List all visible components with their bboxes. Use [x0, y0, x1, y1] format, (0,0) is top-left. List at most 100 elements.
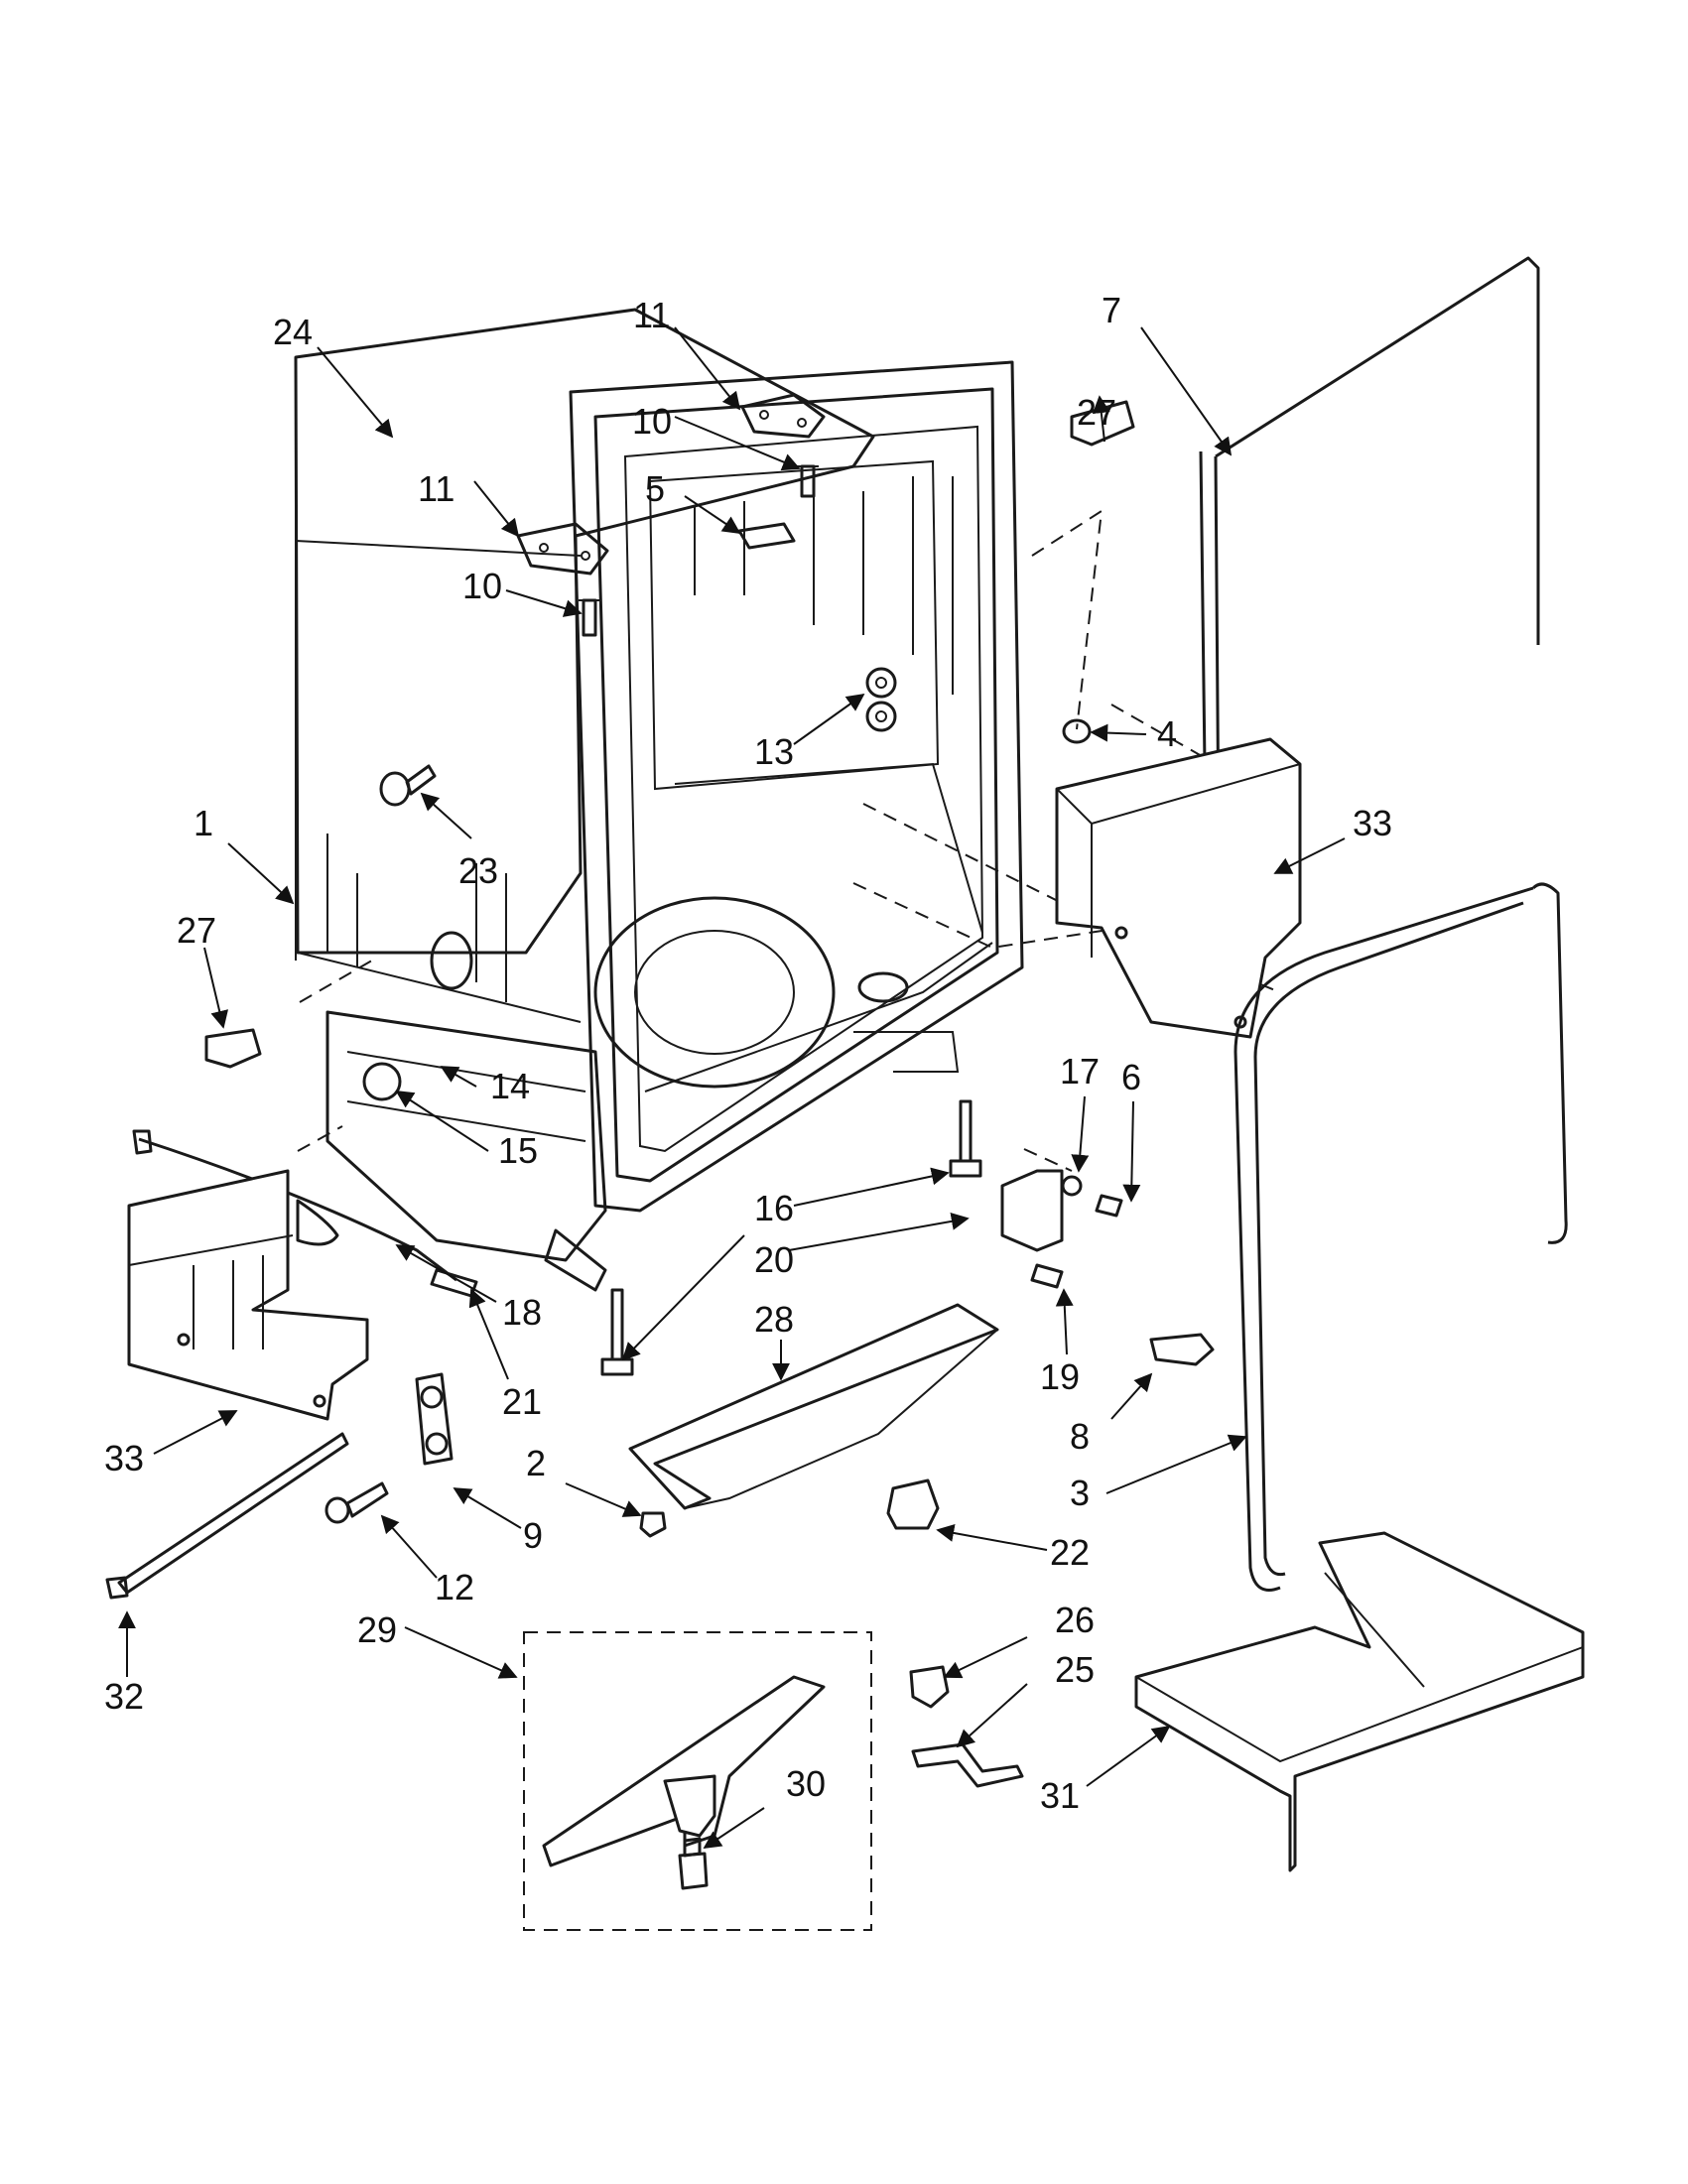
- leader-22: [936, 1524, 1048, 1551]
- cable-tie: [105, 1432, 349, 1600]
- callout-22: 22: [1050, 1532, 1090, 1573]
- leveling-leg-lower: [600, 1288, 634, 1376]
- leader-14: [440, 1066, 477, 1088]
- leader-10a: [674, 416, 801, 471]
- rack-roller-pair: [865, 667, 897, 732]
- callout-12: 12: [435, 1567, 474, 1607]
- leader-6: [1122, 1100, 1141, 1203]
- callout-24: 24: [273, 312, 313, 352]
- callout-10: 10: [462, 566, 502, 606]
- leader-33a: [1273, 837, 1346, 874]
- leader-3: [1105, 1434, 1247, 1494]
- callout-33: 33: [1353, 803, 1392, 843]
- callout-8: 8: [1070, 1416, 1090, 1457]
- sensor-cap: [909, 1665, 950, 1709]
- sensor-bracket: [911, 1742, 1024, 1788]
- leader-23: [420, 792, 472, 839]
- pump-assembly-box: [523, 1631, 872, 1931]
- hinge-bolt-lower: [579, 598, 600, 637]
- callout-7: 7: [1102, 290, 1121, 330]
- leader-16b: [621, 1234, 745, 1361]
- callout-23: 23: [458, 850, 498, 891]
- callout-19: 19: [1040, 1356, 1080, 1397]
- insulation-panel-right: [1055, 737, 1302, 1039]
- callout-26: 26: [1055, 1600, 1095, 1640]
- callout-20: 20: [754, 1239, 794, 1280]
- leader-arrows: [118, 326, 1346, 1849]
- roller-clip: [415, 1372, 454, 1466]
- leader-21: [468, 1288, 509, 1380]
- callout-33: 33: [104, 1438, 144, 1478]
- tub-gasket-loop: [1234, 882, 1568, 1592]
- callout-6: 6: [1121, 1057, 1141, 1097]
- hinge-bolt-upper: [797, 464, 819, 498]
- callout-27: 27: [1077, 392, 1116, 433]
- leader-2: [565, 1482, 642, 1517]
- leader-31: [1086, 1725, 1171, 1787]
- callout-3: 3: [1070, 1473, 1090, 1513]
- callout-27: 27: [177, 910, 216, 951]
- leader-29: [404, 1626, 518, 1679]
- callout-17: 17: [1060, 1051, 1100, 1092]
- hinge-bracket-upper: [740, 393, 826, 439]
- callout-32: 32: [104, 1676, 144, 1717]
- leader-11a: [674, 326, 741, 411]
- base-shield: [1134, 1531, 1585, 1872]
- callout-30: 30: [786, 1763, 826, 1804]
- leader-9: [453, 1487, 522, 1529]
- pump-housing: [542, 1675, 826, 1867]
- pump-fitting: [678, 1837, 709, 1890]
- leader-8: [1110, 1372, 1153, 1420]
- leader-33b: [153, 1410, 238, 1455]
- tub-spacer-left: [204, 1028, 262, 1069]
- callout-11: 11: [633, 295, 670, 335]
- leader-10b: [505, 589, 583, 617]
- leader-1: [227, 842, 295, 905]
- callout-9: 9: [523, 1515, 543, 1556]
- callout-25: 25: [1055, 1649, 1095, 1690]
- leader-27a: [1092, 395, 1110, 443]
- callout-11: 11: [418, 468, 454, 509]
- leader-25: [956, 1683, 1028, 1748]
- callout-31: 31: [1040, 1775, 1080, 1816]
- callout-15: 15: [498, 1130, 538, 1171]
- insulation-panel-left: [127, 1169, 369, 1421]
- rubber-foot: [639, 1511, 667, 1538]
- leader-4: [1090, 723, 1147, 742]
- callout-13: 13: [754, 731, 794, 772]
- callout-labels: 24 11 10 7 27 11 5 10 13 4 1 23 33 27 14…: [104, 290, 1392, 1816]
- leader-30: [703, 1807, 765, 1849]
- mounting-bracket: [1000, 1169, 1123, 1289]
- leader-16a: [793, 1167, 950, 1207]
- side-bolt: [379, 764, 437, 807]
- float-switch: [886, 1478, 940, 1530]
- leader-27b: [203, 947, 229, 1029]
- callout-2: 2: [526, 1443, 546, 1483]
- callout-14: 14: [490, 1066, 530, 1106]
- callout-21: 21: [502, 1381, 542, 1422]
- leader-17: [1071, 1095, 1090, 1173]
- leader-15: [395, 1091, 489, 1152]
- leader-24: [317, 346, 394, 439]
- leader-18: [395, 1244, 497, 1303]
- leader-19: [1055, 1288, 1074, 1355]
- leader-7: [1140, 326, 1233, 456]
- tub-assembly: [294, 308, 1024, 1292]
- base-plate: [628, 1303, 999, 1510]
- leader-13: [793, 693, 865, 745]
- leader-11b: [473, 480, 520, 538]
- callout-10: 10: [632, 401, 672, 442]
- callout-1: 1: [194, 803, 213, 843]
- callout-28: 28: [754, 1299, 794, 1340]
- power-cord-and-spring: [132, 1129, 478, 1298]
- leader-5: [684, 495, 741, 535]
- tub-gasket-loop-inner: [1253, 901, 1524, 1577]
- callout-18: 18: [502, 1292, 542, 1333]
- callout-29: 29: [357, 1609, 397, 1650]
- leader-20: [788, 1212, 970, 1251]
- callout-4: 4: [1157, 713, 1177, 754]
- mounting-screw: [325, 1481, 389, 1524]
- callout-5: 5: [645, 468, 665, 509]
- retaining-clip: [1149, 1333, 1215, 1366]
